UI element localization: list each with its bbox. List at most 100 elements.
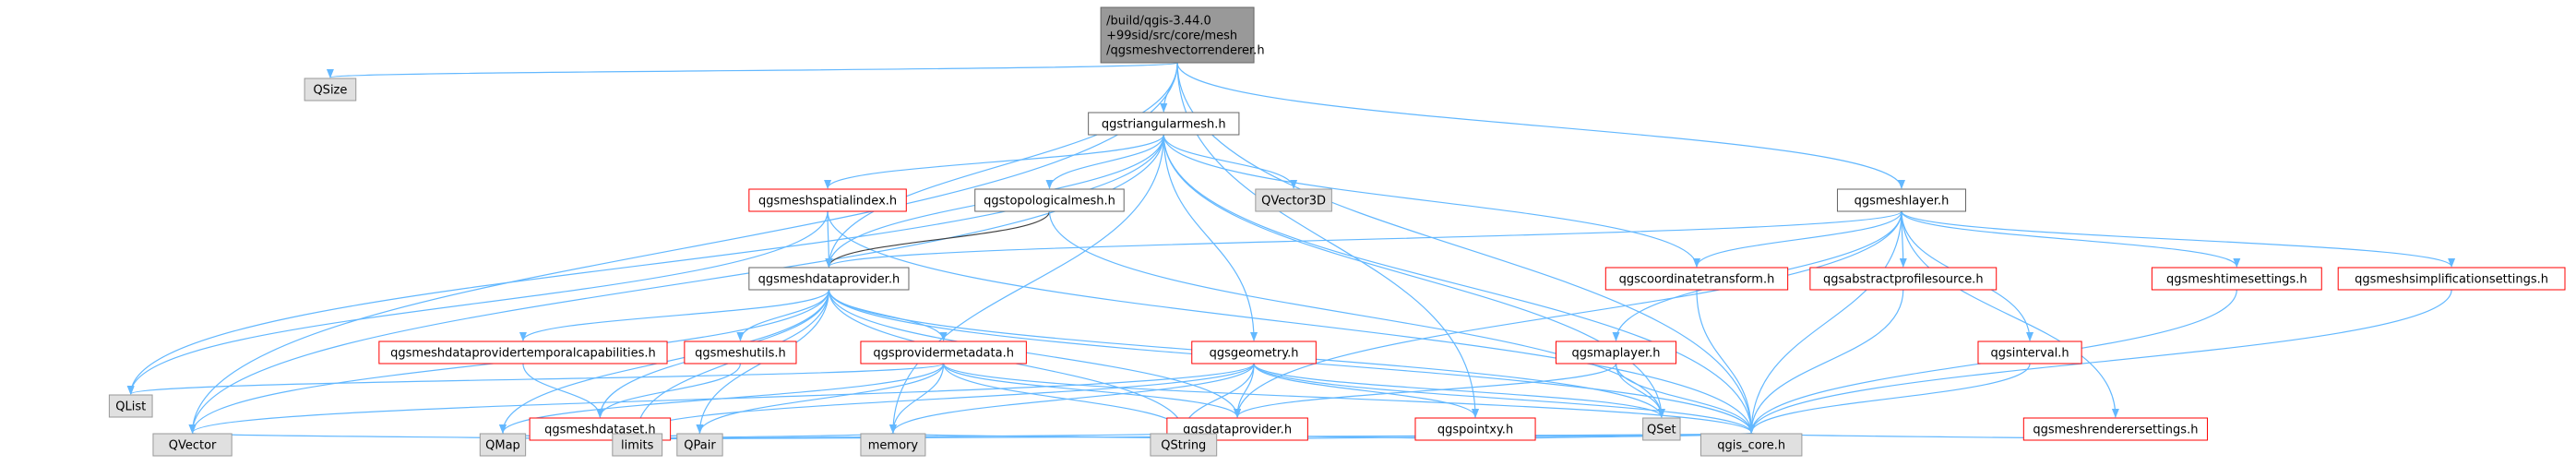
edge-maplayer-to-qset <box>1615 363 1665 418</box>
edge-meshlayer-to-dataprovider <box>1234 210 1902 418</box>
node-box-geometry <box>1191 341 1317 364</box>
node-limits[interactable]: limits <box>612 433 663 457</box>
node-label-meshtimesettings-0: qgsmeshtimesettings.h <box>2166 273 2308 287</box>
node-box-meshtimesettings <box>2151 267 2322 291</box>
edge-meshspatialindex-to-meshdataprovider <box>825 210 833 268</box>
node-box-root <box>1100 6 1255 64</box>
edge-root-to-meshdataprovider <box>825 62 1178 268</box>
node-qgiscore[interactable]: qgis_core.h <box>1699 433 1803 457</box>
node-meshspatialindex[interactable]: qgsmeshspatialindex.h <box>748 188 907 212</box>
edge-meshspatialindex-to-qlist <box>126 210 829 395</box>
edge-triangularmesh-to-meshspatialindex <box>824 134 1164 189</box>
node-qset[interactable]: QSet <box>1642 417 1681 441</box>
node-meshdataprovider[interactable]: qgsmeshdataprovider.h <box>748 267 910 291</box>
node-box-topologicalmesh <box>974 188 1125 212</box>
node-interval[interactable]: qgsinterval.h <box>1977 341 2082 364</box>
node-box-limits <box>612 433 663 457</box>
node-meshutils[interactable]: qgsmeshutils.h <box>684 341 797 364</box>
node-qsize[interactable]: QSize <box>304 78 357 102</box>
node-label-maplayer-0: qgsmaplayer.h <box>1572 347 1661 361</box>
node-box-maplayer <box>1555 341 1677 364</box>
node-label-rendersettings-0: qgsmeshrenderersettings.h <box>2033 424 2198 437</box>
edge-providermetadata-to-qpair <box>696 363 945 434</box>
edge-interval-to-qgiscore <box>1747 363 2031 434</box>
node-topologicalmesh[interactable]: qgstopologicalmesh.h <box>974 188 1125 212</box>
node-box-qset <box>1642 417 1681 441</box>
node-box-qlist <box>108 394 153 418</box>
node-abstractprofilesource[interactable]: qgsabstractprofilesource.h <box>1809 267 1998 291</box>
edge-geometry-to-limits <box>633 363 1255 434</box>
nodes-layer: /build/qgis-3.44.0+99sid/src/core/mesh/q… <box>108 6 2566 457</box>
node-box-rendersettings <box>2022 417 2208 441</box>
node-box-qmap <box>479 433 527 457</box>
node-rendersettings[interactable]: qgsmeshrenderersettings.h <box>2022 417 2208 441</box>
node-temporalcaps[interactable]: qgsmeshdataprovidertemporalcapabilities.… <box>378 341 668 364</box>
node-qvector3d[interactable]: QVector3D <box>1255 188 1332 212</box>
node-memory[interactable]: memory <box>860 433 926 457</box>
node-label-meshsimplification-0: qgsmeshsimplificationsettings.h <box>2355 273 2548 287</box>
edge-providermetadata-to-memory <box>888 363 945 434</box>
node-maplayer[interactable]: qgsmaplayer.h <box>1555 341 1677 364</box>
edge-temporalcaps-to-meshdataset <box>522 363 604 418</box>
node-label-qpair-0: QPair <box>684 439 716 453</box>
edge-meshlayer-to-coordinatetransform <box>1693 210 1902 268</box>
node-triangularmesh[interactable]: qgstriangularmesh.h <box>1088 112 1240 136</box>
node-qstring[interactable]: QString <box>1150 433 1218 457</box>
node-box-meshsimplification <box>2337 267 2566 291</box>
node-qmap[interactable]: QMap <box>479 433 527 457</box>
node-root[interactable]: /build/qgis-3.44.0+99sid/src/core/mesh/q… <box>1100 6 1265 64</box>
node-pointxy[interactable]: qgspointxy.h <box>1414 417 1536 441</box>
node-box-abstractprofilesource <box>1809 267 1998 291</box>
node-label-qset-0: QSet <box>1647 424 1676 437</box>
node-qvector[interactable]: QVector <box>152 433 233 457</box>
node-label-topologicalmesh-0: qgstopologicalmesh.h <box>984 195 1115 209</box>
node-label-memory-0: memory <box>868 439 919 453</box>
node-box-temporalcaps <box>378 341 668 364</box>
node-label-meshspatialindex-0: qgsmeshspatialindex.h <box>758 195 897 209</box>
edge-providermetadata-to-qlist <box>127 363 945 395</box>
node-box-qvector <box>152 433 233 457</box>
node-meshsimplification[interactable]: qgsmeshsimplificationsettings.h <box>2337 267 2566 291</box>
node-label-qlist-0: QList <box>115 400 146 414</box>
node-box-qstring <box>1150 433 1218 457</box>
node-coordinatetransform[interactable]: qgscoordinatetransform.h <box>1604 267 1789 291</box>
node-providermetadata[interactable]: qgsprovidermetadata.h <box>860 341 1027 364</box>
node-label-root-2: /qgsmeshvectorrenderer.h <box>1106 44 1264 58</box>
node-label-coordinatetransform-0: qgscoordinatetransform.h <box>1619 273 1775 287</box>
node-label-abstractprofilesource-0: qgsabstractprofilesource.h <box>1823 273 1984 287</box>
node-box-qsize <box>304 78 357 102</box>
node-geometry[interactable]: qgsgeometry.h <box>1191 341 1317 364</box>
node-meshtimesettings[interactable]: qgsmeshtimesettings.h <box>2151 267 2322 291</box>
node-qpair[interactable]: QPair <box>676 433 723 457</box>
node-box-interval <box>1977 341 2082 364</box>
edge-root-to-qgiscore <box>1176 62 1756 434</box>
node-label-meshlayer-0: qgsmeshlayer.h <box>1854 195 1950 209</box>
edge-triangularmesh-to-topologicalmesh <box>1045 134 1164 189</box>
edge-meshdataprovider-to-temporalcaps <box>519 289 830 341</box>
edge-coordinatetransform-to-qgiscore <box>1696 289 1756 434</box>
edges-layer <box>126 62 2455 442</box>
node-box-meshlayer <box>1836 188 1967 212</box>
edge-meshlayer-to-meshsimplification <box>1901 210 2455 268</box>
edge-root-to-qsize <box>328 62 1178 78</box>
edge-meshdataprovider-to-meshutils <box>736 289 830 341</box>
edge-geometry-to-qgiscore <box>1253 363 1756 434</box>
node-box-meshutils <box>684 341 797 364</box>
edge-triangularmesh-to-memory <box>888 134 1164 434</box>
edge-root-to-qvector <box>188 62 1178 434</box>
node-label-qstring-0: QString <box>1161 439 1206 453</box>
edge-triangularmesh-to-qlist <box>126 134 1164 395</box>
node-box-qpair <box>676 433 723 457</box>
node-qlist[interactable]: QList <box>108 394 153 418</box>
edge-triangularmesh-to-geometry <box>1163 134 1258 341</box>
edge-maplayer-to-qgiscore <box>1615 363 1756 434</box>
edge-geometry-to-memory <box>889 363 1255 434</box>
edge-meshsimplification-to-qgiscore <box>1747 289 2452 434</box>
node-box-meshspatialindex <box>748 188 907 212</box>
node-meshlayer[interactable]: qgsmeshlayer.h <box>1836 188 1967 212</box>
edge-meshlayer-to-qgiscore <box>1747 210 1902 434</box>
node-label-temporalcaps-0: qgsmeshdataprovidertemporalcapabilities.… <box>390 347 656 361</box>
edge-providermetadata-to-qgiscore <box>943 363 1755 434</box>
node-label-interval-0: qgsinterval.h <box>1990 347 2069 361</box>
